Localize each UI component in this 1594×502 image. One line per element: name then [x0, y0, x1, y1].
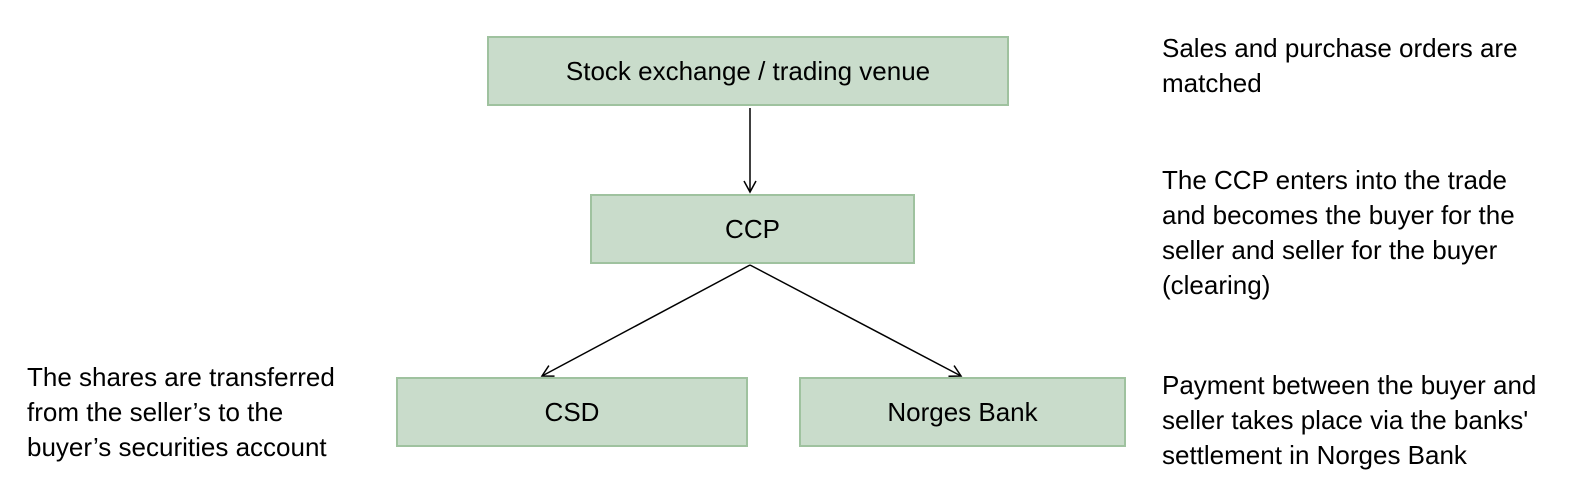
arrow-ccp-to-csd	[540, 264, 751, 377]
note-line: Payment between the buyer and	[1162, 370, 1537, 400]
node-ccp: CCP	[590, 194, 915, 264]
note-line: seller takes place via the banks'	[1162, 405, 1529, 435]
arrow-ccp-to-norges-bank	[749, 264, 963, 377]
node-ccp-label: CCP	[725, 214, 780, 244]
node-stock-exchange-label: Stock exchange / trading venue	[565, 56, 931, 86]
node-norges-bank: Norges Bank	[799, 377, 1126, 447]
note-share-transfer: The shares are transferred from the sell…	[27, 360, 335, 465]
note-line: from the seller’s to the	[27, 397, 284, 427]
note-line: The shares are transferred	[27, 362, 335, 392]
note-line: The CCP enters into the trade	[1162, 165, 1507, 195]
note-line: buyer’s securities account	[27, 432, 327, 462]
note-settlement: Payment between the buyer and seller tak…	[1162, 368, 1536, 473]
note-line: Sales and purchase orders are	[1162, 33, 1518, 63]
note-line: settlement in Norges Bank	[1162, 440, 1467, 470]
note-line: and becomes the buyer for the	[1162, 200, 1515, 230]
note-line: (clearing)	[1162, 270, 1271, 300]
node-csd-label: CSD	[544, 397, 600, 427]
note-order-matching: Sales and purchase orders are matched	[1162, 31, 1518, 101]
note-line: matched	[1162, 68, 1262, 98]
note-line: seller and seller for the buyer	[1162, 235, 1498, 265]
node-stock-exchange: Stock exchange / trading venue	[487, 36, 1009, 106]
node-norges-bank-label: Norges Bank	[887, 397, 1038, 427]
node-csd: CSD	[396, 377, 748, 447]
note-clearing: The CCP enters into the trade and become…	[1162, 163, 1515, 303]
